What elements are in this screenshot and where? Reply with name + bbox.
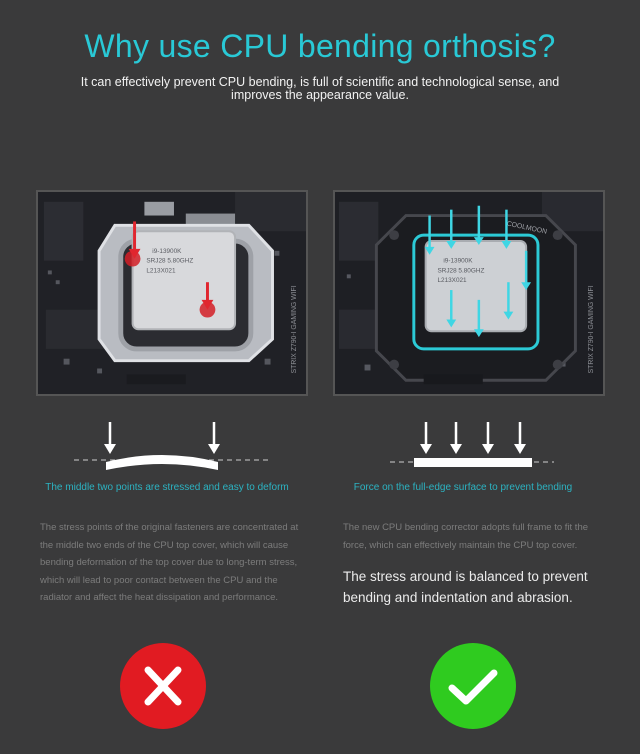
chip-label-line: SRJ28 5.80GHZ xyxy=(437,267,484,274)
page-title: Why use CPU bending orthosis? xyxy=(84,28,556,64)
chip-label-line: L213X021 xyxy=(146,267,176,274)
left-caption: The middle two points are stressed and e… xyxy=(45,482,289,493)
corrector-frame-photo: COOLMOON i9-13900K SRJ28 5.80GHZ L213X02… xyxy=(333,190,605,396)
down-arrow-icon xyxy=(104,422,116,454)
right-description: The new CPU bending corrector adopts ful… xyxy=(343,522,589,551)
down-arrow-icon xyxy=(450,422,462,454)
down-arrow-icon xyxy=(482,422,494,454)
full-edge-stress-diagram xyxy=(318,418,608,478)
board-label: STRIX Z790-I GAMING WIFI xyxy=(291,285,298,373)
down-arrow-icon xyxy=(420,422,432,454)
chip-label-line: L213X021 xyxy=(437,277,467,284)
chip-label-line: i9-13900K xyxy=(152,248,182,255)
board-label: STRIX Z790-I GAMING WIFI xyxy=(588,285,595,373)
page-subtitle: It can effectively prevent CPU bending, … xyxy=(80,75,560,102)
chip-label-line: SRJ28 5.80GHZ xyxy=(146,258,193,265)
cross-icon xyxy=(120,643,206,729)
right-caption: Force on the full-edge surface to preven… xyxy=(353,482,573,493)
down-arrow-icon xyxy=(514,422,526,454)
original-fastener-photo: i9-13900K SRJ28 5.80GHZ L213X021 STRIX Z… xyxy=(36,190,308,396)
right-description-strong: The stress around is balanced to prevent… xyxy=(343,569,588,605)
check-icon xyxy=(430,643,516,729)
down-arrow-icon xyxy=(208,422,220,454)
chip-label-line: i9-13900K xyxy=(443,258,473,265)
left-description: The stress points of the original fasten… xyxy=(40,522,299,603)
two-point-stress-diagram xyxy=(22,418,312,478)
